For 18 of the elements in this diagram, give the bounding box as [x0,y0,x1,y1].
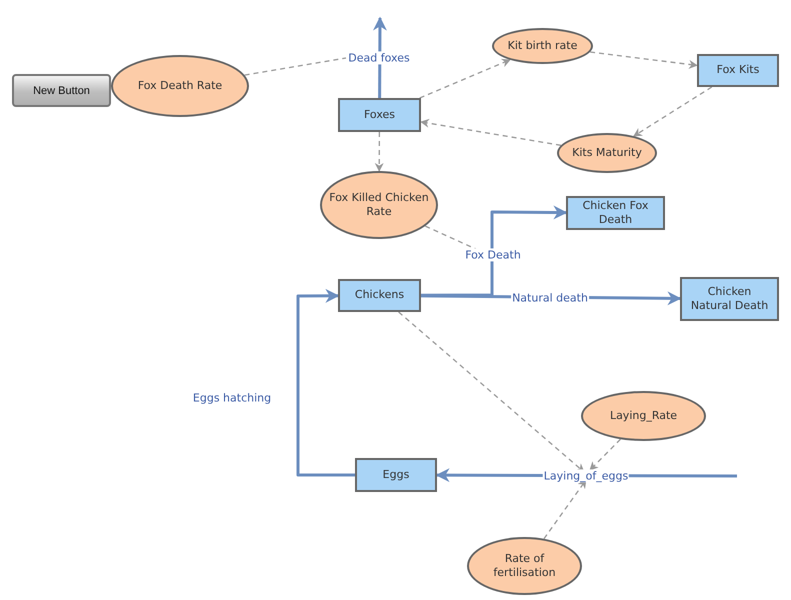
stock-box: Chicken Fox Death [566,196,665,230]
variable-ellipse: Fox Killed Chicken Rate [320,171,438,239]
variable-ellipse: Kit birth rate [492,28,593,64]
stock-box: Eggs [355,458,437,492]
variable-ellipse: Laying_Rate [581,391,706,441]
variable-ellipse: Rate of fertilisation [467,537,582,595]
variable-ellipse: Kits Maturity [557,133,657,173]
button: New Button [12,74,111,107]
edge-label: Eggs hatching [192,391,272,405]
edge-label: Laying_of_eggs [542,469,630,483]
edge-label: Natural death [511,291,589,305]
stock-box: Fox Kits [697,54,779,87]
edge-label: Fox Death [464,248,522,262]
edge-label: Dead foxes [347,51,411,65]
stock-box: Chicken Natural Death [680,277,779,321]
variable-ellipse: Fox Death Rate [111,55,249,117]
stock-box: Chickens [338,279,421,312]
stock-box: Foxes [338,98,421,132]
